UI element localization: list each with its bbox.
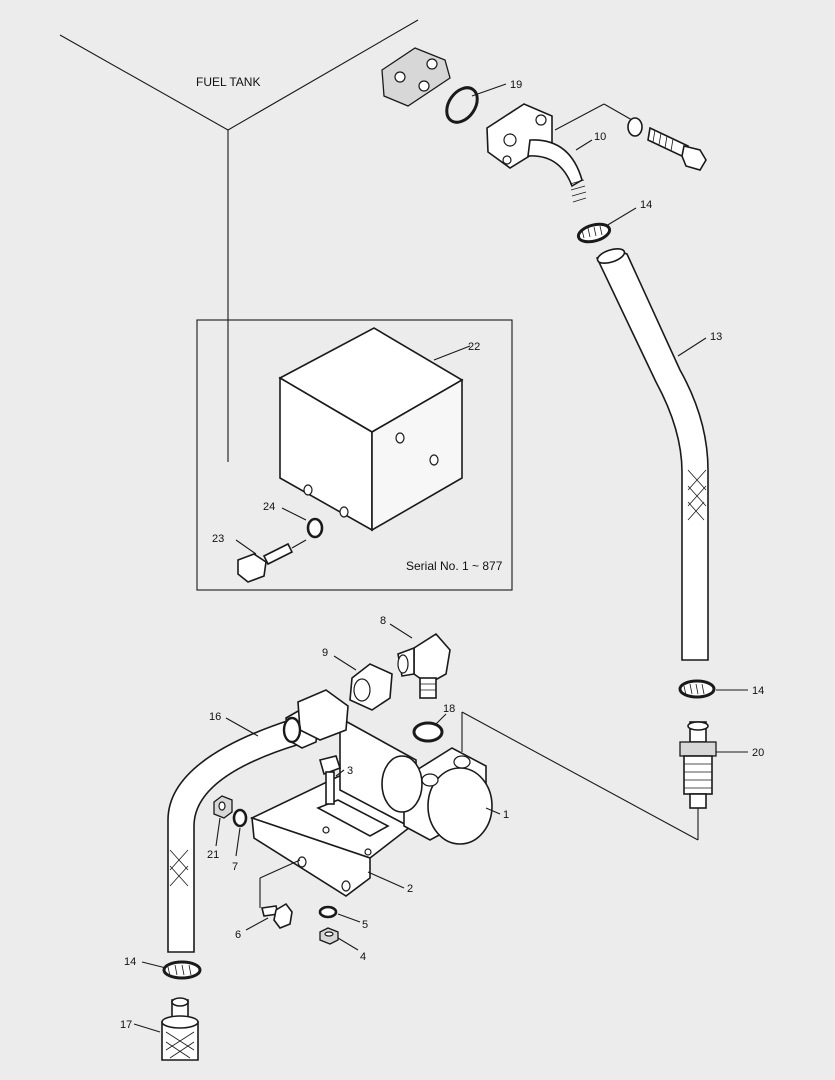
nut-21 — [213, 795, 233, 819]
flange-bolt — [647, 126, 707, 171]
callout-14-right: 14 — [752, 685, 764, 697]
pump-body-1 — [339, 716, 493, 845]
callout-9: 9 — [322, 647, 328, 659]
callout-1: 1 — [503, 809, 509, 821]
callout-5: 5 — [362, 919, 368, 931]
callout-16: 16 — [209, 711, 221, 723]
callout-18: 18 — [443, 703, 455, 715]
elbow-fitting-8 — [397, 632, 451, 699]
bolt-23 — [237, 542, 294, 583]
callout-8: 8 — [380, 615, 386, 627]
washer-24 — [306, 517, 324, 539]
fuel-tank-outline — [59, 19, 419, 462]
callout-23: 23 — [212, 533, 224, 545]
callout-22: 22 — [468, 341, 480, 353]
inset-box — [196, 319, 513, 591]
callout-6: 6 — [235, 929, 241, 941]
tank-flange — [381, 47, 451, 107]
o-ring-19 — [445, 86, 479, 124]
washer-7 — [232, 808, 248, 828]
callout-3: 3 — [347, 765, 353, 777]
callout-20: 20 — [752, 747, 764, 759]
callout-14-bottom: 14 — [124, 956, 136, 968]
callout-4: 4 — [360, 951, 366, 963]
fuel-tank-label: FUEL TANK — [196, 75, 260, 89]
callout-17: 17 — [120, 1019, 132, 1031]
nut-4 — [319, 927, 339, 945]
washer-5 — [318, 905, 338, 919]
fitting-nut-9 — [349, 663, 393, 711]
hose-16 — [167, 689, 349, 953]
inset-caption: Serial No. 1 ~ 877 — [406, 559, 503, 573]
fitting-17 — [161, 997, 199, 1061]
connector-20 — [679, 721, 717, 809]
hose-clamp-14-top — [576, 222, 612, 244]
callout-19: 19 — [510, 79, 522, 91]
o-ring-18 — [412, 721, 444, 743]
hose-clamp-14-bottom — [162, 960, 202, 980]
washer-flange-bolt — [627, 117, 643, 137]
callout-2: 2 — [407, 883, 413, 895]
callout-7: 7 — [232, 861, 238, 873]
hose-13 — [595, 248, 709, 661]
bracket-22 — [278, 327, 464, 532]
bolt-6 — [261, 902, 293, 929]
elbow-fitting-10 — [486, 103, 587, 203]
hose-clamp-14-right — [678, 679, 716, 699]
callout-21: 21 — [207, 849, 219, 861]
bolt-3 — [319, 755, 342, 805]
callout-14-top: 14 — [640, 199, 652, 211]
callout-24: 24 — [263, 501, 275, 513]
callout-13: 13 — [710, 331, 722, 343]
callout-10: 10 — [594, 131, 606, 143]
